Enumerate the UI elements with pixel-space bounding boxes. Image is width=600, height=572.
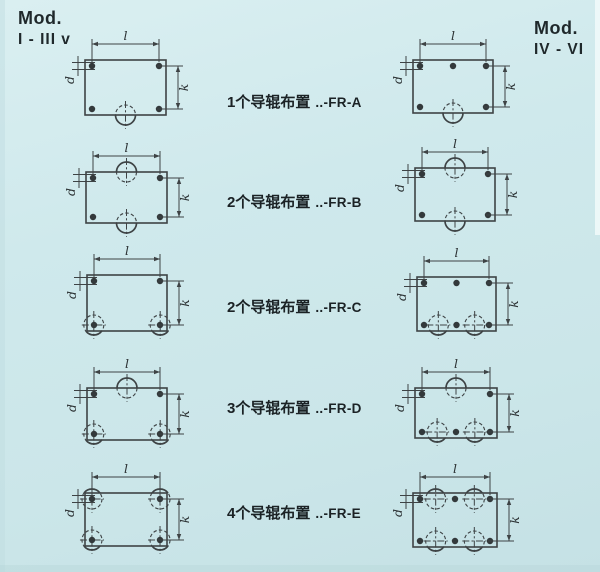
model-label-left: Mod. (18, 8, 62, 28)
svg-text:d: d (394, 293, 409, 301)
diagram-right-row1: l k d (390, 28, 518, 127)
arrangement-text-fr-c: 2个导辊布置 (227, 299, 311, 316)
svg-text:d: d (392, 404, 407, 412)
arrangement-code-fr-a: ..-FR-A (315, 95, 362, 110)
diagram-right-row4: l k d (392, 356, 522, 446)
svg-text:l: l (124, 461, 128, 476)
diagram-left-row3: l k d (64, 243, 192, 339)
model-range-left-value: I - III v (18, 31, 71, 48)
arrangement-label-fr-d: 3个导辊布置 ..-FR-D (227, 399, 362, 419)
arrangement-code-fr-b: ..-FR-B (315, 195, 362, 210)
svg-text:d: d (390, 509, 405, 517)
svg-text:d: d (392, 184, 407, 192)
svg-text:k: k (505, 191, 520, 199)
svg-text:k: k (507, 409, 522, 417)
svg-text:k: k (177, 410, 192, 418)
svg-text:l: l (125, 356, 129, 371)
arrangement-label-fr-a: 1个导辊布置 ..-FR-A (227, 93, 362, 113)
diagram-right-row2: l k d (392, 136, 520, 235)
svg-text:k: k (507, 516, 522, 524)
model-range-right-value: IV - VI (534, 41, 585, 58)
svg-text:l: l (125, 140, 129, 155)
svg-text:d: d (62, 76, 77, 84)
svg-text:k: k (177, 194, 192, 202)
model-range-right: Mod. IV - VI (534, 18, 584, 59)
diagram-right-row3: l k d (394, 245, 521, 339)
arrangement-text-fr-b: 2个导辊布置 (227, 194, 311, 211)
svg-text:d: d (62, 509, 77, 517)
arrangement-code-fr-c: ..-FR-C (315, 300, 362, 315)
arrangement-label-fr-b: 2个导辊布置 ..-FR-B (227, 193, 362, 213)
svg-text:k: k (176, 84, 191, 92)
svg-text:l: l (455, 245, 459, 260)
diagram-left-row4: l k d (64, 356, 192, 448)
svg-text:d: d (64, 291, 79, 299)
arrangement-code-fr-d: ..-FR-D (315, 401, 362, 416)
svg-text:l: l (124, 28, 128, 43)
diagram-left-row1: l k d (62, 28, 191, 129)
svg-text:l: l (453, 461, 457, 476)
diagram-left-row5: l k d (62, 461, 192, 554)
arrangement-label-fr-c: 2个导辊布置 ..-FR-C (227, 298, 362, 318)
svg-text:d: d (390, 76, 405, 84)
svg-text:l: l (451, 28, 455, 43)
svg-text:l: l (453, 136, 457, 151)
svg-text:k: k (503, 83, 518, 91)
svg-text:k: k (506, 300, 521, 308)
svg-text:k: k (177, 516, 192, 524)
diagram-right-row5: l k d (390, 461, 522, 555)
svg-text:d: d (63, 188, 78, 196)
arrangement-label-fr-e: 4个导辊布置 ..-FR-E (227, 504, 361, 524)
arrangement-code-fr-e: ..-FR-E (315, 506, 361, 521)
svg-text:l: l (454, 356, 458, 371)
model-label-right: Mod. (534, 18, 578, 38)
svg-text:l: l (125, 243, 129, 258)
arrangement-text-fr-d: 3个导辊布置 (227, 400, 311, 417)
model-range-left: Mod. I - III v (18, 8, 71, 49)
arrangement-text-fr-e: 4个导辊布置 (227, 505, 311, 522)
diagram-left-row2: l k d (63, 140, 192, 237)
svg-text:d: d (64, 404, 79, 412)
svg-text:k: k (177, 299, 192, 307)
arrangement-text-fr-a: 1个导辊布置 (227, 94, 311, 111)
